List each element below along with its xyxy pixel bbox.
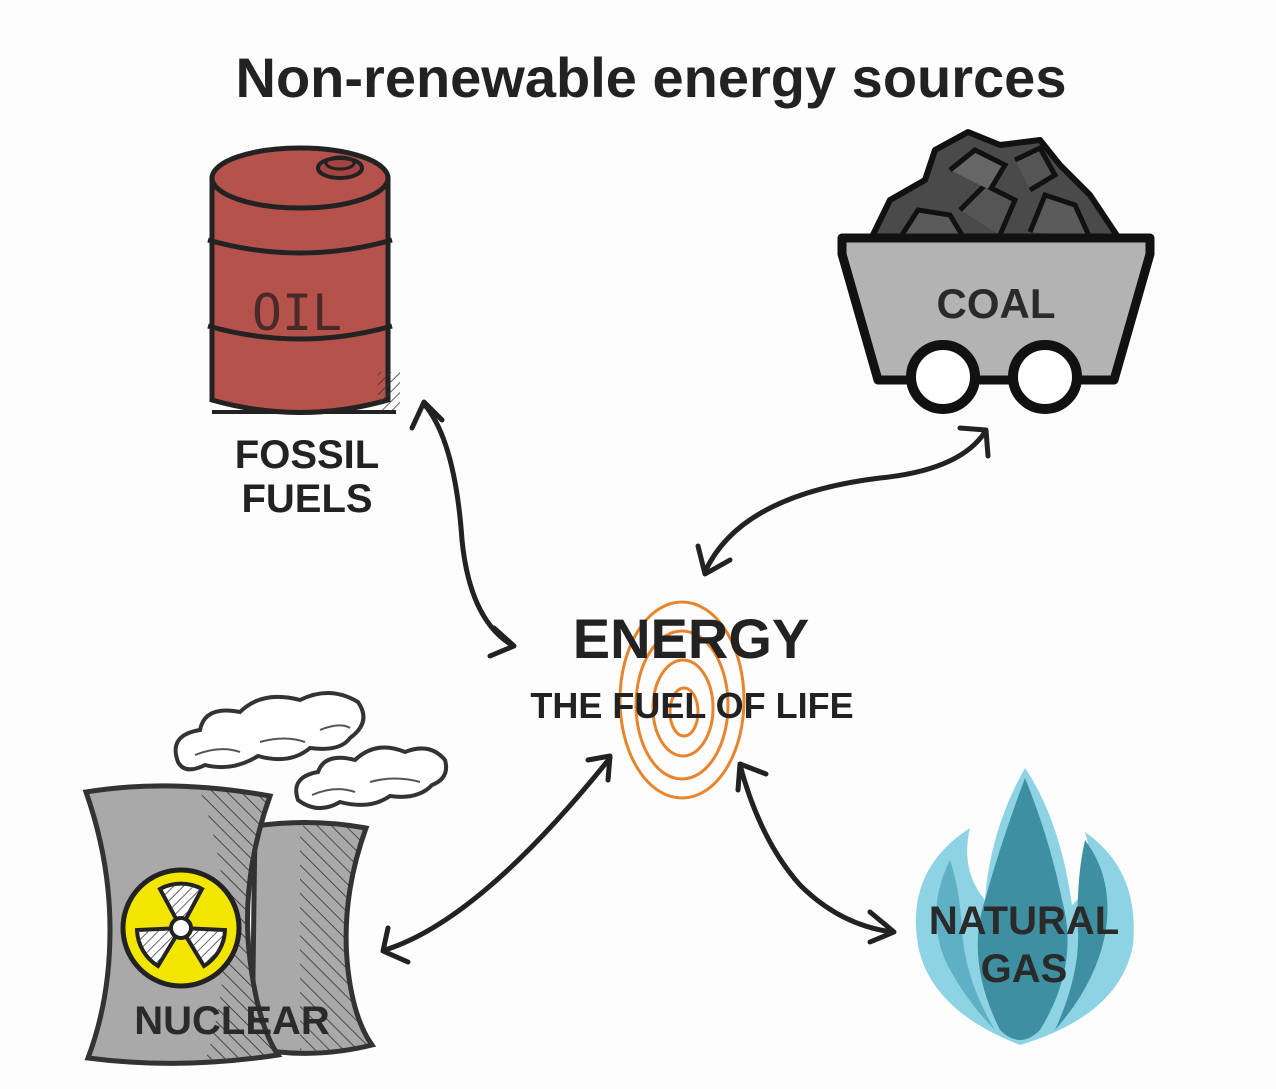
center-subtitle: THE FUEL OF LIFE xyxy=(530,685,853,726)
double-arrow-icon xyxy=(735,761,897,945)
gas-flame-icon xyxy=(915,768,1134,1045)
fossil-fuels-caption-line2: FUELS xyxy=(241,477,372,521)
double-arrow-icon xyxy=(380,753,613,965)
page-title: Non-renewable energy sources xyxy=(236,46,1067,109)
double-arrow-icon xyxy=(695,425,991,577)
fossil-fuels-caption-line1: FOSSIL xyxy=(235,433,379,477)
gas-label-line2: GAS xyxy=(981,947,1068,991)
gas-label-line1: NATURAL xyxy=(929,899,1119,943)
nuclear-plant-icon xyxy=(82,691,449,1066)
oil-barrel-icon xyxy=(207,145,400,415)
oil-barrel-label: OIL xyxy=(252,284,342,342)
coal-cart-icon xyxy=(837,129,1155,414)
energy-spiral-icon xyxy=(618,600,746,800)
coal-label: COAL xyxy=(937,280,1056,327)
nuclear-label: NUCLEAR xyxy=(134,999,330,1043)
double-arrow-icon xyxy=(409,399,517,659)
center-title: ENERGY xyxy=(573,607,810,670)
